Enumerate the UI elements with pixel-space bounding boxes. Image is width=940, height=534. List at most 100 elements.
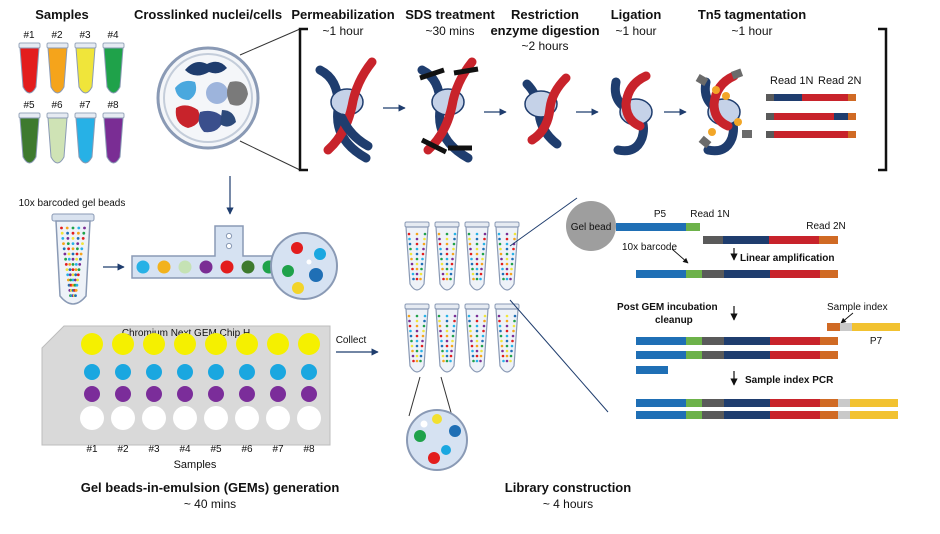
- library-tube: [434, 303, 460, 373]
- tube-label: #2: [51, 30, 63, 41]
- gel-bead-dot: [136, 260, 150, 274]
- left-bracket: [298, 27, 308, 172]
- barcode-pointer: [671, 248, 689, 264]
- permeabilization-chromatin: [315, 57, 377, 163]
- crosslinked-nucleus: [156, 46, 260, 150]
- sample-tube: #4: [102, 30, 125, 94]
- permeabilization-heading: Permeabilization: [291, 7, 394, 22]
- library-time: ~ 4 hours: [543, 497, 593, 511]
- tagmented-fragment: [766, 94, 856, 101]
- gem-emulsion-zoom: [406, 409, 468, 471]
- gem-time: ~ 40 mins: [184, 497, 236, 511]
- samples-heading: Samples: [35, 7, 88, 22]
- chip-well-labels: #1#2#3#4#5#6#7#8: [86, 444, 315, 455]
- chip-well: [235, 406, 259, 430]
- zoom-line-bottom: [239, 140, 301, 171]
- library-tube: [494, 303, 520, 373]
- chip-well: [267, 333, 289, 355]
- chip-well: [297, 406, 321, 430]
- tube-label: #3: [79, 30, 91, 41]
- gel-bead: [566, 201, 616, 251]
- permeabilization-time: ~1 hour: [322, 24, 363, 38]
- linear-amp-label: Linear amplification: [740, 253, 834, 264]
- chip-well: [146, 364, 162, 380]
- tagmented-fragments: [766, 94, 856, 138]
- cleanup-molecule: [636, 351, 838, 359]
- p7-label: P7: [870, 336, 883, 347]
- library-tube: [434, 221, 460, 291]
- chip-well: [208, 386, 224, 402]
- sample-tube: #8: [102, 100, 125, 164]
- final-library-molecule: [636, 399, 898, 407]
- chip-well: [298, 333, 320, 355]
- gem-title: Gel beads-in-emulsion (GEMs) generation: [81, 480, 340, 495]
- sample-tubes: #1#2#3#4#5#6#7#8: [18, 30, 125, 164]
- library-tube: [494, 221, 520, 291]
- tagmented-insert: [703, 236, 838, 244]
- chip-well: [115, 364, 131, 380]
- gel-bead-label: Gel bead: [571, 222, 612, 233]
- chip-well-label: #2: [117, 444, 129, 455]
- chip-well: [270, 364, 286, 380]
- gem-zoom-line-right: [440, 376, 453, 417]
- chip-well: [301, 364, 317, 380]
- sds-time: ~30 mins: [425, 24, 474, 38]
- chip-well: [239, 386, 255, 402]
- tube-label: #8: [107, 100, 119, 111]
- library-tube: [464, 303, 490, 373]
- sample-tube: #1: [18, 30, 41, 94]
- ligation-time: ~1 hour: [615, 24, 656, 38]
- chip-well: [270, 386, 286, 402]
- restriction-heading: Restriction: [511, 7, 579, 22]
- chip-well: [177, 386, 193, 402]
- gel-bead-dot: [199, 260, 213, 274]
- zoom-line-top: [239, 28, 301, 56]
- cleanup-fragment: [636, 366, 668, 374]
- library-molecules: [616, 223, 900, 419]
- barcode-label: 10x barcode: [622, 242, 677, 253]
- chip-well: [80, 406, 104, 430]
- post-gem-label: Post GEM incubation: [617, 302, 718, 313]
- read1-label: Read 1N: [770, 75, 813, 87]
- chip-well: [174, 333, 196, 355]
- ligation-chromatin: [610, 71, 653, 156]
- chip-well-label: #7: [272, 444, 284, 455]
- tagmentation-chromatin: [695, 68, 752, 156]
- chip-well: [142, 406, 166, 430]
- chip-well: [266, 406, 290, 430]
- tube-label: #7: [79, 100, 91, 111]
- library-tubes: [404, 221, 520, 373]
- gem-zoom-circle: [270, 232, 338, 300]
- chip-well-label: #3: [148, 444, 160, 455]
- final-library-molecule: [636, 411, 898, 419]
- library-tube: [404, 221, 430, 291]
- beads-label: 10x barcoded gel beads: [19, 198, 126, 209]
- chip-well: [208, 364, 224, 380]
- collect-label: Collect: [336, 335, 367, 346]
- amplified-molecule: [636, 270, 838, 278]
- library-tube: [464, 221, 490, 291]
- chromium-chip: Chromium Next GEM Chip H: [41, 325, 331, 446]
- tube-label: #4: [107, 30, 119, 41]
- chip-well: [146, 386, 162, 402]
- chip-well: [301, 386, 317, 402]
- post-gem-label-2: cleanup: [655, 315, 693, 326]
- crosslinked-heading: Crosslinked nuclei/cells: [134, 7, 282, 22]
- microfluidic-channel: [131, 225, 287, 279]
- tube-label: #5: [23, 100, 35, 111]
- chip-well: [205, 333, 227, 355]
- digestion-chromatin: [522, 73, 571, 149]
- lib-zoom-line-top: [509, 197, 578, 247]
- tn5-time: ~1 hour: [731, 24, 772, 38]
- lib-read1-label: Read 1N: [690, 209, 729, 220]
- sample-tube: #7: [74, 100, 97, 164]
- gem-zoom-line-left: [408, 376, 421, 417]
- chip-well: [84, 386, 100, 402]
- sds-chromatin: [417, 57, 479, 163]
- chip-well-label: #5: [210, 444, 222, 455]
- lib-read2-label: Read 2N: [806, 221, 845, 232]
- cleanup-molecule: [636, 337, 838, 345]
- sample-index-pointer: [840, 312, 854, 324]
